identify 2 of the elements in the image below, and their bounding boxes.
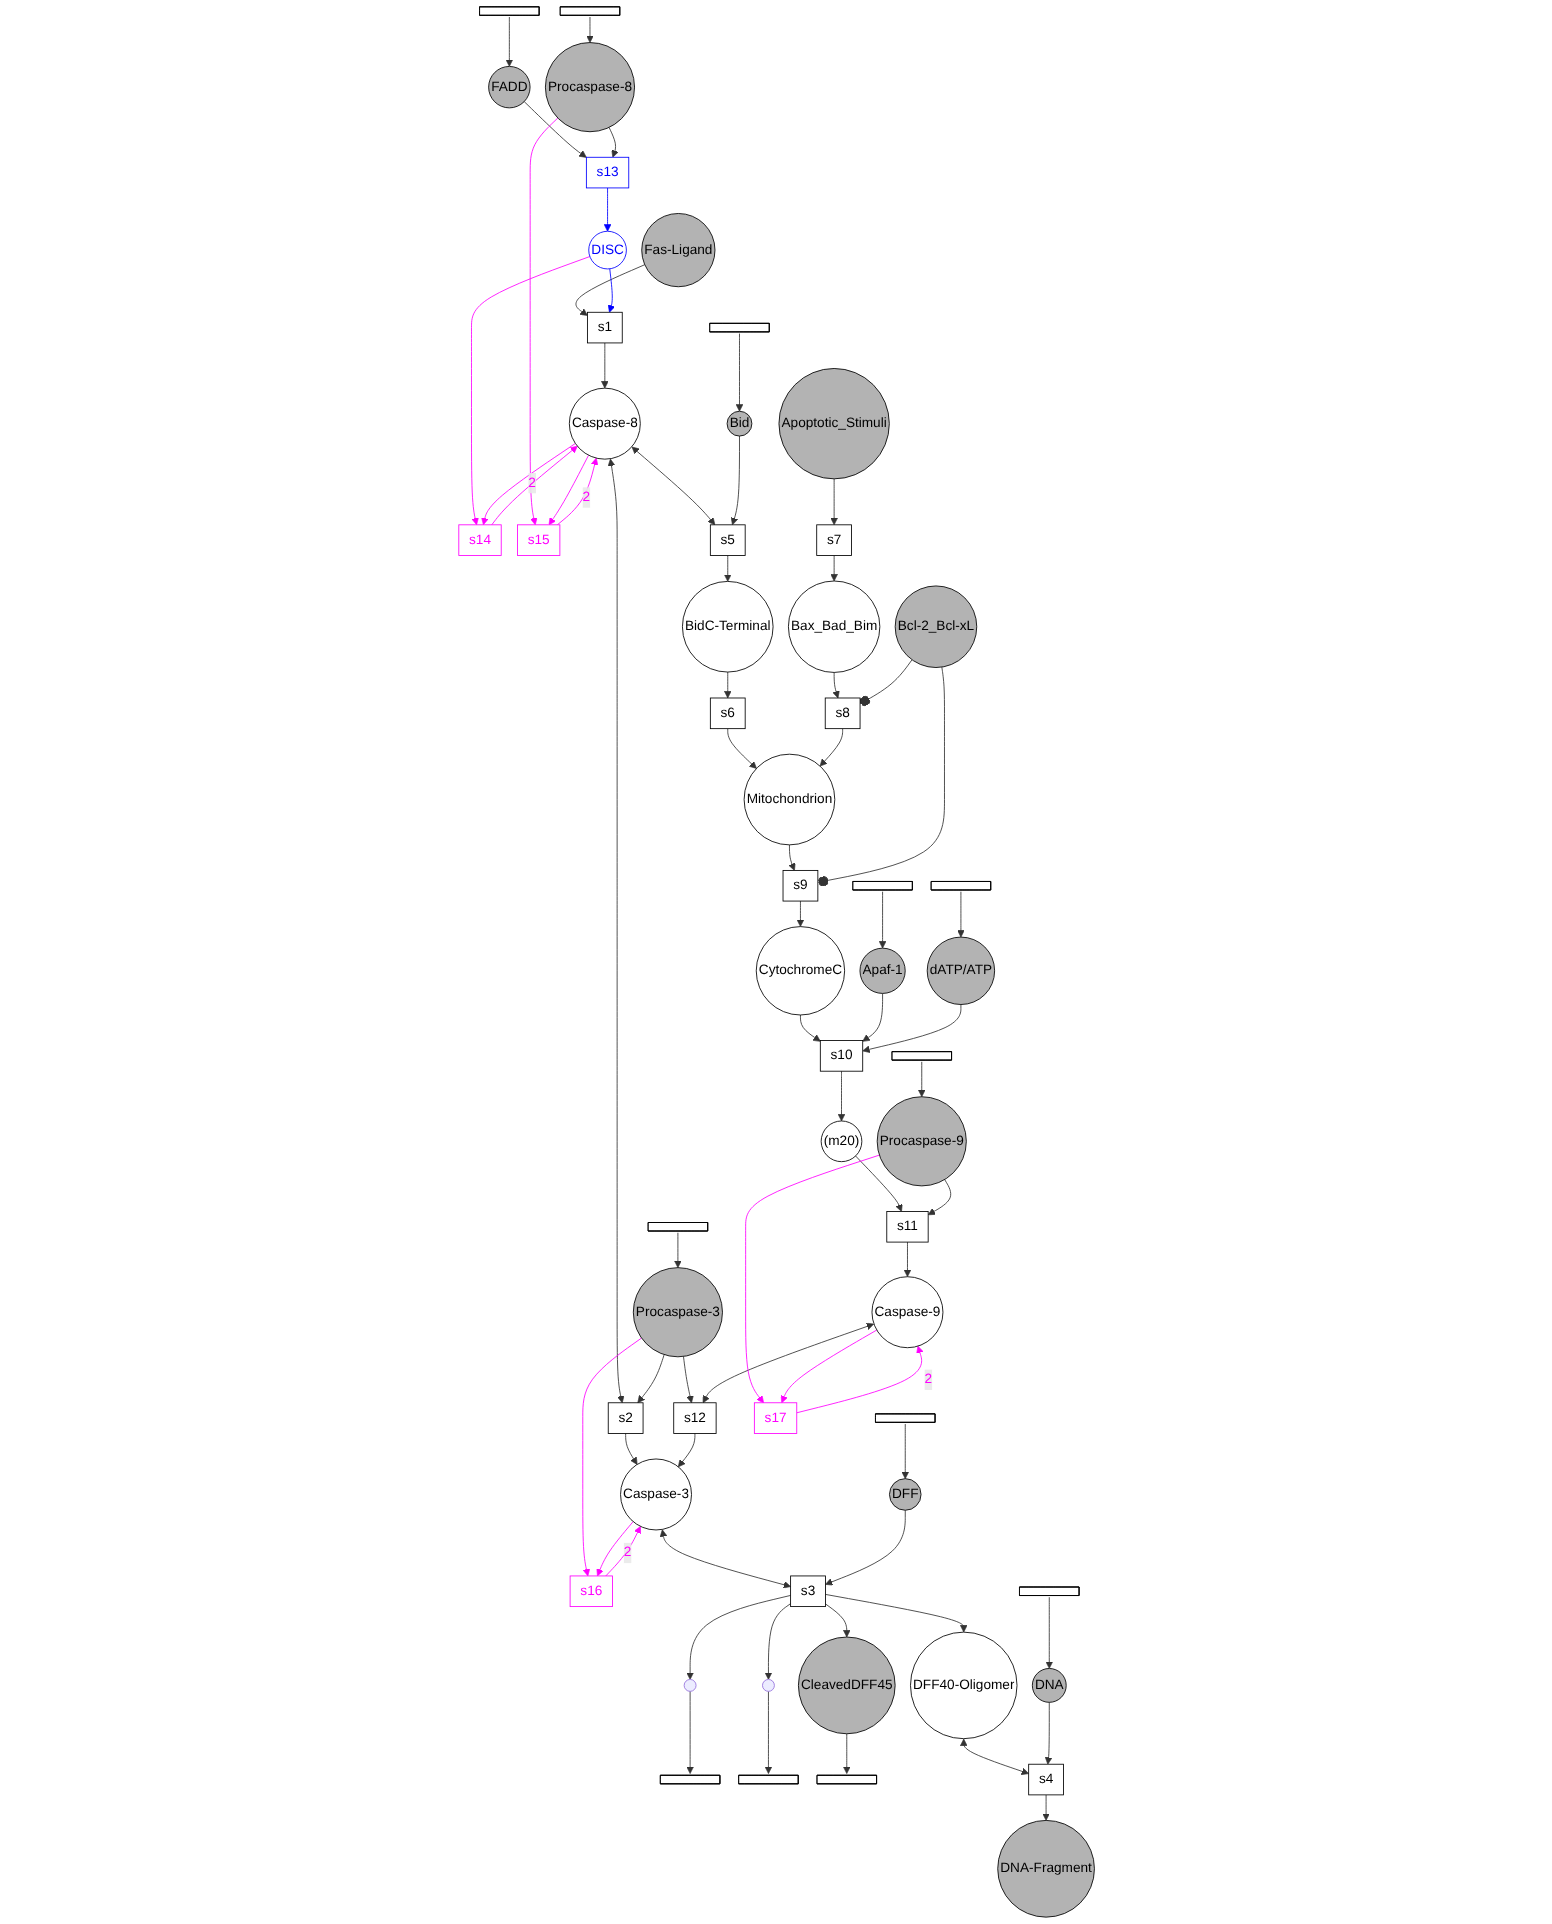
node-circle bbox=[761, 1679, 775, 1692]
node-circle bbox=[683, 1679, 696, 1692]
